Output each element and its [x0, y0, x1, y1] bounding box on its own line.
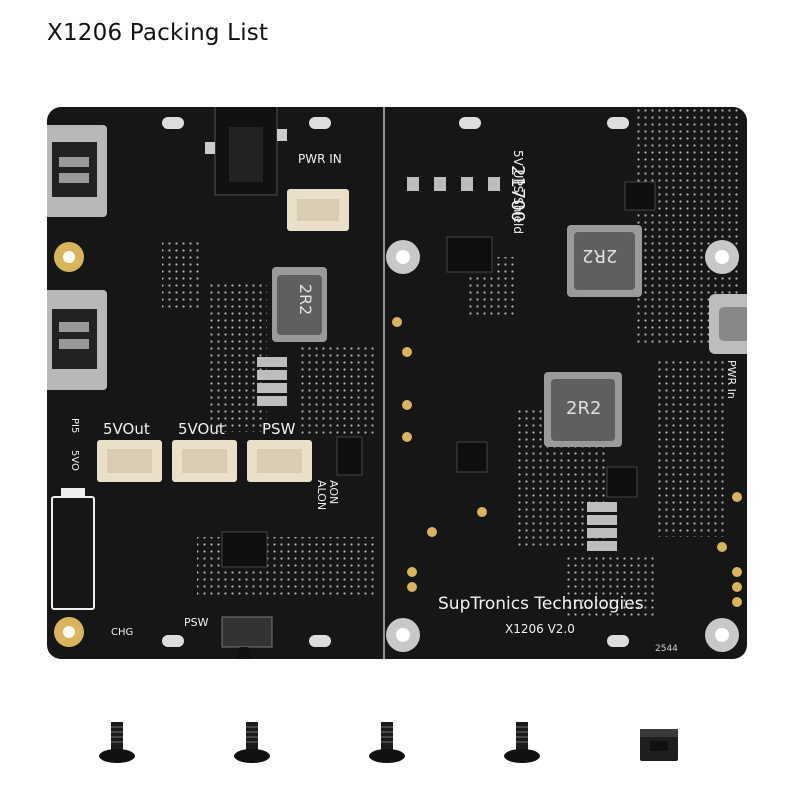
- silk-5vout-2: 5VOut: [178, 420, 225, 438]
- silk-chip-code: 2544: [655, 644, 678, 654]
- silk-5vo: 5VO: [69, 450, 80, 471]
- usb-c-port: [709, 294, 747, 354]
- inductor-left: [272, 267, 327, 342]
- usb-port-top: [47, 125, 107, 217]
- silk-aon: AON: [327, 480, 340, 505]
- x1206-ups-board: [47, 107, 747, 659]
- silk-inductor-left: 2R2: [296, 283, 316, 316]
- silk-shield-text: 5V UPS Shield: [511, 150, 525, 234]
- silk-pwr-in-top: PWR IN: [298, 152, 342, 166]
- jst-connector-5vout-1: [97, 440, 162, 482]
- inductor-right-mid: [544, 372, 622, 447]
- usb-port-bottom: [47, 290, 107, 390]
- inductor-right-top: [567, 225, 642, 297]
- battery-icon: [51, 488, 95, 610]
- silk-pwr-in-right: PWR In: [725, 360, 738, 399]
- screw-2: [234, 722, 270, 763]
- psw-slide-switch: [221, 616, 273, 659]
- jst-connector-5vout-2: [172, 440, 237, 482]
- silk-chg: CHG: [111, 627, 134, 638]
- jumper-cap: [640, 729, 678, 761]
- silk-inductor-right-mid: 2R2: [566, 398, 602, 419]
- silk-5vout-1: 5VOut: [103, 420, 150, 438]
- screw-3: [369, 722, 405, 763]
- screw-4: [504, 722, 540, 763]
- screw-1: [99, 722, 135, 763]
- jst-connector-psw: [247, 440, 312, 482]
- silk-psw-switch: PSW: [184, 616, 209, 629]
- jst-connector-pwr: [287, 189, 349, 231]
- page-title: X1206 Packing List: [47, 20, 269, 46]
- silk-pi5: PI5: [69, 418, 80, 434]
- silk-alon: ALON: [315, 480, 328, 511]
- silk-psw: PSW: [262, 420, 296, 438]
- silk-inductor-right-top: 2R2: [582, 245, 618, 266]
- silk-model-version: X1206 V2.0: [505, 622, 575, 636]
- silk-brand: SupTronics Technologies: [438, 594, 644, 614]
- dc-power-jack: [205, 107, 287, 196]
